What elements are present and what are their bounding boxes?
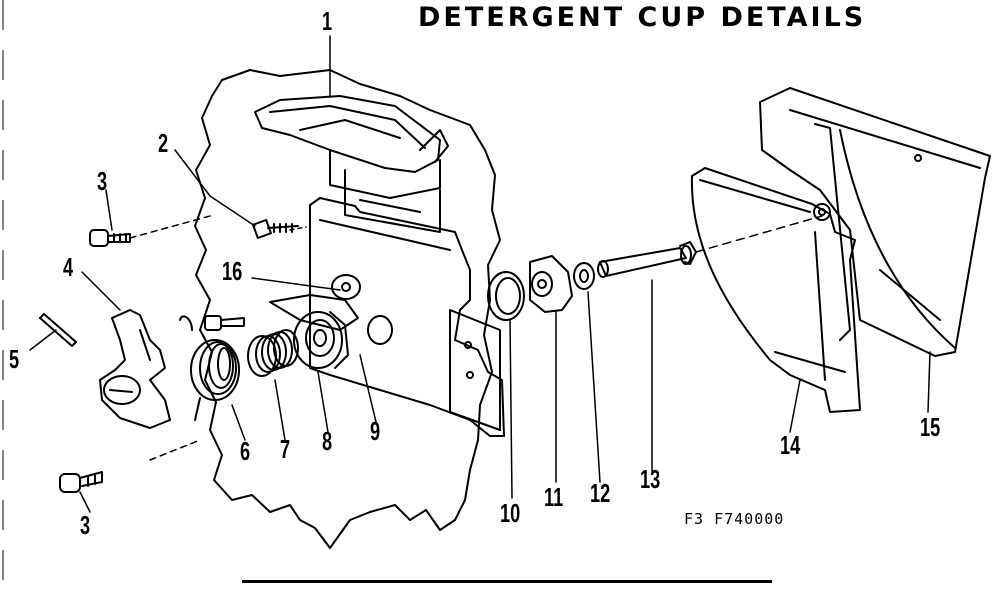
part-10-seal-ring xyxy=(487,271,525,321)
figure-code: F3 F740000 xyxy=(684,510,785,528)
part-3-screw-bottom xyxy=(59,471,103,493)
part-14-cup-cover xyxy=(690,167,861,413)
callout-15: 15 xyxy=(920,412,941,442)
callout-8: 8 xyxy=(322,426,333,456)
assembly-axis-line xyxy=(695,215,823,253)
bottom-rule xyxy=(242,580,772,583)
callout-16: 16 xyxy=(222,256,243,286)
part-2-screw xyxy=(252,219,299,239)
part-12-washer xyxy=(573,262,595,290)
screw-near-16 xyxy=(204,315,245,331)
part-3-screw-top xyxy=(89,229,131,247)
callout-11: 11 xyxy=(544,482,564,512)
callout-3-top: 3 xyxy=(97,166,108,196)
part-8-cam xyxy=(293,311,349,369)
part-4-latch xyxy=(99,309,171,429)
callout-10: 10 xyxy=(500,498,521,528)
callout-6: 6 xyxy=(240,436,251,466)
callout-5: 5 xyxy=(9,344,20,374)
part-6-torsion-spring xyxy=(179,315,240,421)
part-15-cup-body xyxy=(759,87,991,357)
callout-1: 1 xyxy=(322,6,333,36)
leader-lines xyxy=(29,35,931,513)
callout-13: 13 xyxy=(640,464,661,494)
part-5-pin xyxy=(39,313,77,347)
diagram-title: DETERGENT CUP DETAILS xyxy=(418,2,867,33)
callout-9: 9 xyxy=(370,416,381,446)
part-11-hub xyxy=(529,255,573,313)
part-13-shaft xyxy=(597,241,697,278)
callout-7: 7 xyxy=(280,434,291,464)
inner-door-panel xyxy=(194,69,501,549)
part-1-cup-housing xyxy=(254,95,449,233)
callout-4: 4 xyxy=(63,252,74,282)
callout-2: 2 xyxy=(158,128,169,158)
callout-14: 14 xyxy=(780,430,801,460)
part-9-mounting-plate xyxy=(309,197,505,437)
part-7-coil-spring xyxy=(247,329,299,377)
callout-12: 12 xyxy=(590,478,611,508)
callout-3-bottom: 3 xyxy=(80,510,91,540)
